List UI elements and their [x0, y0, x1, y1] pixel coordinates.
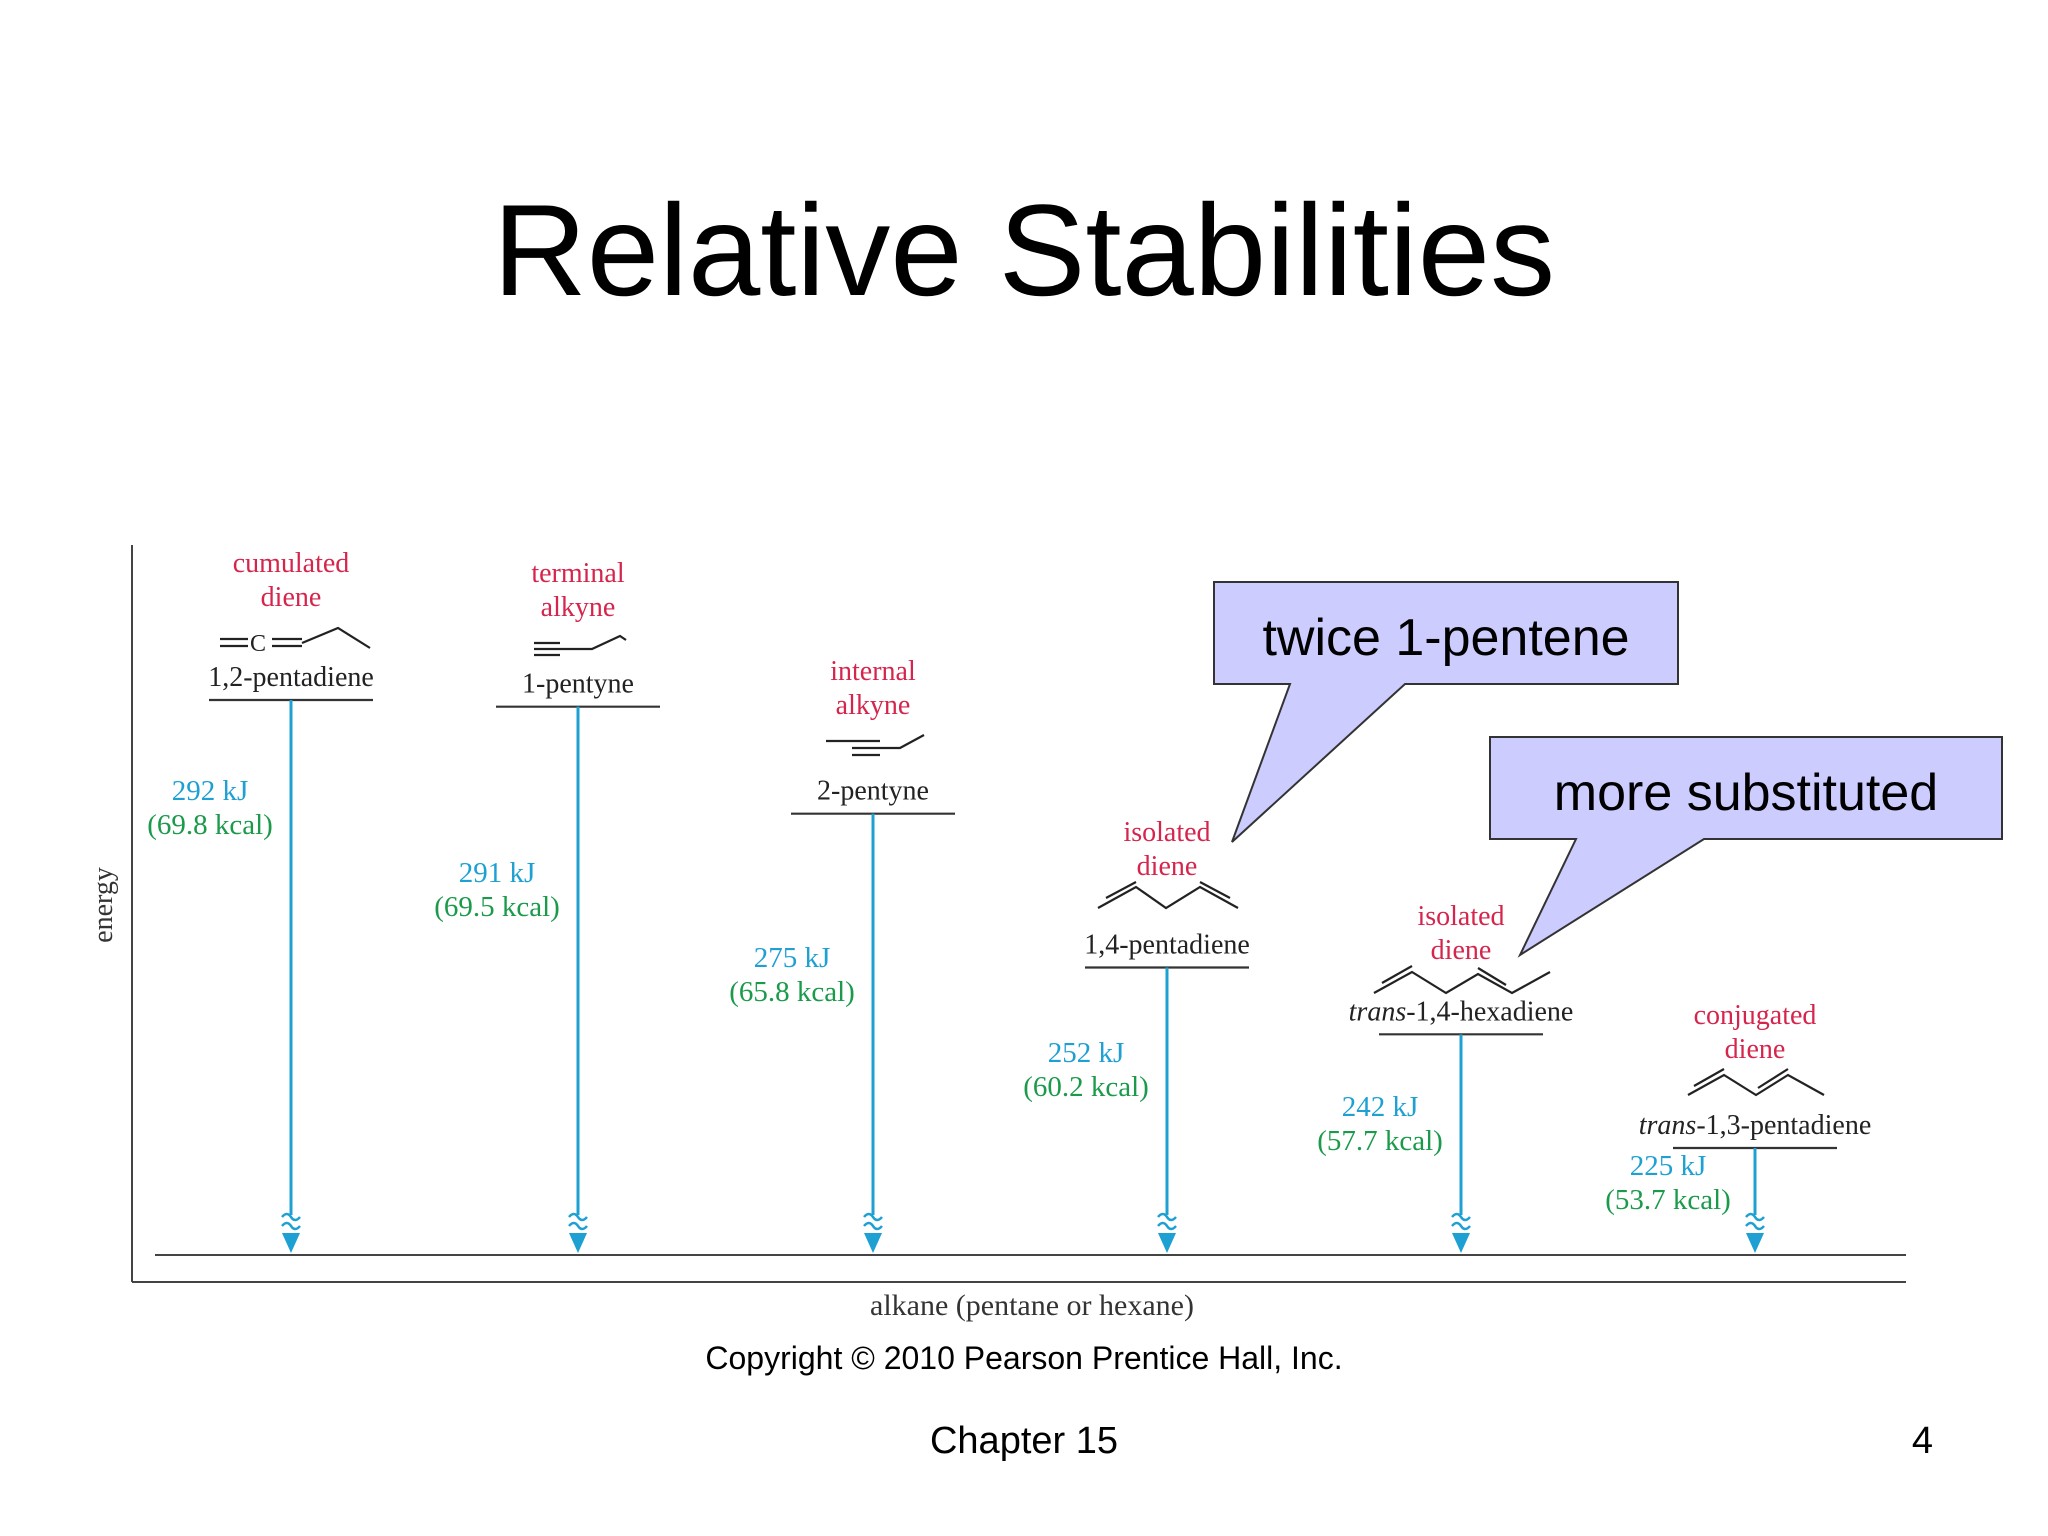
category-label-line-1: isolated [1123, 817, 1210, 848]
compound-name: trans-1,4-hexadiene [1349, 996, 1574, 1027]
compound-name: 1,2-pentadiene [208, 662, 374, 693]
name-body: -1,4-hexadiene [1406, 996, 1573, 1027]
category-label-line-2: diene [261, 582, 322, 613]
category-label-line-2: diene [1137, 851, 1198, 882]
structure-trans-1-4-hexadiene [1373, 965, 1551, 995]
category-label-line-2: alkyne [541, 592, 616, 623]
axis-break-mark [863, 1212, 883, 1231]
callout-text: twice 1-pentene [1262, 609, 1629, 667]
y-axis-label: energy [88, 867, 119, 943]
axis-break-mark [281, 1212, 301, 1231]
energy-arrow-head [282, 1233, 300, 1253]
name-prefix: trans [1349, 996, 1407, 1027]
energy-arrow-head [1158, 1233, 1176, 1253]
axis-break-mark [1451, 1212, 1471, 1231]
axis-break-mark [1157, 1212, 1177, 1231]
energy-kj-value: 292 kJ [172, 775, 249, 807]
structure-1-4-pentadiene [1097, 881, 1239, 910]
compound-name: trans-1,3-pentadiene [1639, 1110, 1872, 1141]
energy-arrow-head [1746, 1233, 1764, 1253]
callout-text: more substituted [1554, 764, 1938, 822]
axis-break-mark [568, 1212, 588, 1231]
energy-kcal-value: (69.8 kcal) [147, 809, 273, 841]
copyright-notice: Copyright © 2010 Pearson Prentice Hall, … [705, 1340, 1343, 1376]
energy-arrow-head [569, 1233, 587, 1253]
category-label-line-2: alkyne [836, 690, 911, 721]
energy-kj-value: 275 kJ [754, 942, 831, 974]
category-label-line-1: isolated [1417, 901, 1504, 932]
category-label-line-1: conjugated [1694, 1000, 1817, 1031]
category-label-line-1: terminal [531, 558, 625, 589]
name-body: -1,3-pentadiene [1696, 1110, 1871, 1141]
energy-kcal-value: (65.8 kcal) [729, 976, 855, 1008]
energy-kj-value: 225 kJ [1630, 1150, 1707, 1182]
energy-kcal-value: (53.7 kcal) [1605, 1184, 1731, 1216]
compound-name: 1-pentyne [522, 669, 634, 700]
axis-break-mark [1745, 1212, 1765, 1231]
energy-kj-value: 252 kJ [1048, 1037, 1125, 1069]
category-label-line-1: internal [830, 656, 916, 687]
callout-twice-1-pentene: twice 1-pentene [1213, 581, 1679, 843]
name-prefix: trans [1639, 1110, 1697, 1141]
category-label-line-2: diene [1431, 935, 1492, 966]
structure-carbon-label: C [250, 631, 266, 657]
callout-more-substituted: more substituted [1489, 736, 2003, 958]
structure-1-pentyne [534, 634, 627, 657]
category-label-line-1: cumulated [233, 548, 350, 579]
energy-kcal-value: (60.2 kcal) [1023, 1071, 1149, 1103]
footer-page-number: 4 [1911, 1420, 1933, 1462]
footer-chapter: Chapter 15 [929, 1420, 1118, 1462]
slide-title: Relative Stabilities [492, 177, 1556, 323]
energy-kj-value: 242 kJ [1342, 1091, 1419, 1123]
energy-kcal-value: (57.7 kcal) [1317, 1125, 1443, 1157]
x-axis-label: alkane (pentane or hexane) [870, 1289, 1194, 1322]
category-label-line-2: diene [1725, 1034, 1786, 1065]
compound-name: 1,4-pentadiene [1084, 929, 1250, 960]
structure-1-2-pentadiene [220, 626, 371, 649]
compound-name: 2-pentyne [817, 776, 929, 807]
energy-arrow-head [1452, 1233, 1470, 1253]
structure-2-pentyne [826, 734, 925, 757]
energy-arrow-head [864, 1233, 882, 1253]
structure-trans-1-3-pentadiene [1687, 1068, 1825, 1097]
energy-kj-value: 291 kJ [459, 857, 536, 889]
energy-kcal-value: (69.5 kcal) [434, 891, 560, 923]
